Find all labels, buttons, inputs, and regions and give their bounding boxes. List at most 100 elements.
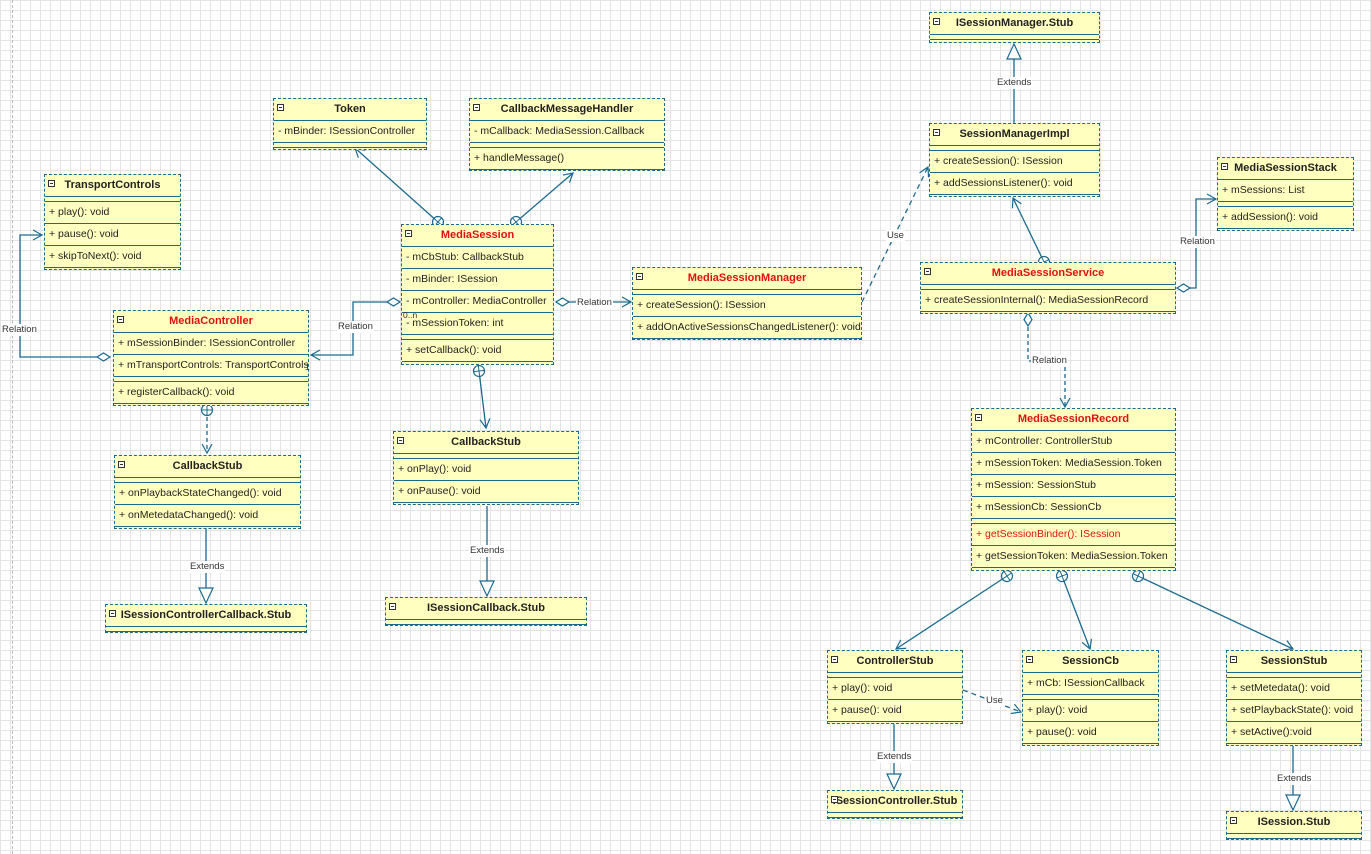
method-row[interactable]: + play(): void	[45, 202, 180, 224]
method-row[interactable]: + createSessionInternal(): MediaSessionR…	[921, 290, 1175, 312]
method-row[interactable]: + addOnActiveSessionsChangedListener(): …	[633, 317, 861, 339]
class-session-stub[interactable]: SessionStub + setMetedata(): void+ setPla…	[1226, 650, 1362, 746]
method-row[interactable]: + setMetedata(): void	[1227, 678, 1361, 700]
compartment-end	[45, 268, 180, 269]
class-callback-stub-mid[interactable]: CallbackStub+ onPlay(): void+ onPause():…	[393, 431, 579, 505]
collapse-toggle-icon[interactable]	[48, 180, 55, 187]
method-row[interactable]: + pause(): void	[828, 700, 962, 722]
collapse-toggle-icon[interactable]	[117, 316, 124, 323]
collapse-toggle-icon[interactable]	[1230, 656, 1237, 663]
collapse-toggle-icon[interactable]	[1221, 163, 1228, 170]
compartment-end	[402, 362, 553, 364]
attribute-row[interactable]: + mSession: SessionStub	[972, 475, 1175, 497]
class-isession-stub[interactable]: ISession.Stub	[1226, 811, 1362, 840]
method-row[interactable]: + onMetedataChanged(): void	[115, 505, 300, 527]
collapse-toggle-icon[interactable]	[975, 414, 982, 421]
attribute-row[interactable]: + mTransportControls: TransportControls	[114, 355, 308, 377]
label-relation-controller: Relation	[337, 321, 374, 333]
method-row[interactable]: + setCallback(): void	[402, 340, 553, 362]
method-row[interactable]: + createSession(): ISession	[633, 295, 861, 317]
compartment-end	[106, 632, 306, 633]
method-row[interactable]: + createSession(): ISession	[930, 151, 1099, 173]
edge-record-sessionstub	[1138, 576, 1293, 649]
attribute-row[interactable]: - mBinder: ISessionController	[274, 121, 426, 143]
attribute-row[interactable]: - mSessionToken: int	[402, 313, 553, 335]
collapse-toggle-icon[interactable]	[831, 656, 838, 663]
collapse-toggle-icon[interactable]	[389, 603, 396, 610]
collapse-toggle-icon[interactable]	[1230, 817, 1237, 824]
class-title: ISessionControllerCallback.Stub	[106, 605, 306, 627]
compartment-divider	[386, 620, 586, 625]
method-row[interactable]: + skipToNext(): void	[45, 246, 180, 268]
class-title: SessionStub	[1227, 651, 1361, 673]
attribute-row[interactable]: - mCallback: MediaSession.Callback	[470, 121, 664, 143]
compartment-divider	[828, 813, 962, 818]
collapse-toggle-icon[interactable]	[1026, 656, 1033, 663]
compartment-divider	[1227, 834, 1361, 839]
class-isession-controller-callback-stub[interactable]: ISessionControllerCallback.Stub	[105, 604, 307, 633]
method-row[interactable]: + pause(): void	[45, 224, 180, 246]
collapse-toggle-icon[interactable]	[636, 273, 643, 280]
class-media-session-manager[interactable]: MediaSessionManager+ createSession(): IS…	[632, 267, 862, 340]
method-row[interactable]: + getSessionToken: MediaSession.Token	[972, 546, 1175, 568]
class-media-session[interactable]: MediaSession- mCbStub: CallbackStub- mBi…	[401, 224, 554, 365]
collapse-toggle-icon[interactable]	[405, 230, 412, 237]
collapse-toggle-icon[interactable]	[473, 104, 480, 111]
compartment-end	[115, 527, 300, 528]
attribute-row[interactable]: - mController: MediaController	[402, 291, 553, 313]
attribute-row[interactable]: + mController: ControllerStub	[972, 431, 1175, 453]
collapse-toggle-icon[interactable]	[831, 796, 838, 803]
method-row[interactable]: + setPlaybackState(): void	[1227, 700, 1361, 722]
collapse-toggle-icon[interactable]	[933, 129, 940, 136]
attribute-row[interactable]: + mCb: ISessionCallback	[1023, 673, 1158, 695]
compartment-end	[930, 195, 1099, 196]
compartment-divider	[402, 335, 553, 340]
collapse-toggle-icon[interactable]	[118, 461, 125, 468]
collapse-toggle-icon[interactable]	[924, 268, 931, 275]
attribute-row[interactable]: + mSessionBinder: ISessionController	[114, 333, 308, 355]
label-extends-session: Extends	[1276, 773, 1313, 785]
collapse-toggle-icon[interactable]	[397, 437, 404, 444]
method-row[interactable]: + setActive():void	[1227, 722, 1361, 744]
method-row[interactable]: + play(): void	[1023, 700, 1158, 722]
class-media-session-service[interactable]: MediaSessionService+ createSessionIntern…	[920, 262, 1176, 314]
method-row[interactable]: + pause(): void	[1023, 722, 1158, 744]
class-title: ISession.Stub	[1227, 812, 1361, 834]
class-media-controller[interactable]: MediaController+ mSessionBinder: ISessio…	[113, 310, 309, 406]
class-token[interactable]: Token- mBinder: ISessionController	[273, 98, 427, 150]
method-row[interactable]: + addSessionsListener(): void	[930, 173, 1099, 195]
method-row[interactable]: + addSession(): void	[1218, 207, 1353, 229]
class-name: MediaSessionStack	[1234, 162, 1337, 174]
collapse-toggle-icon[interactable]	[109, 610, 116, 617]
method-row[interactable]: + play(): void	[828, 678, 962, 700]
class-name: ControllerStub	[856, 655, 934, 667]
attribute-row[interactable]: - mBinder: ISession	[402, 269, 553, 291]
method-row[interactable]: + getSessionBinder(): ISession	[972, 524, 1175, 546]
class-session-manager-impl[interactable]: SessionManagerImpl+ createSession(): ISe…	[929, 123, 1100, 197]
method-row[interactable]: + handleMessage()	[470, 148, 664, 170]
class-isession-manager-stub[interactable]: ISessionManager.Stub	[929, 12, 1100, 43]
class-transport-controls[interactable]: TransportControls+ play(): void+ pause()…	[44, 174, 181, 270]
class-isession-controller-stub[interactable]: ISessionController.Stub	[827, 790, 963, 819]
label-use-cb: Use	[985, 695, 1004, 707]
attribute-row[interactable]: - mCbStub: CallbackStub	[402, 247, 553, 269]
class-isession-callback-stub[interactable]: ISessionCallback.Stub	[385, 597, 587, 626]
collapse-toggle-icon[interactable]	[933, 18, 940, 25]
method-row[interactable]: + onPlaybackStateChanged(): void	[115, 483, 300, 505]
class-callback-stub-left[interactable]: CallbackStub+ onPlaybackStateChanged(): …	[114, 455, 301, 529]
page-boundary-guide	[12, 0, 13, 854]
attribute-row[interactable]: + mSessionToken: MediaSession.Token	[972, 453, 1175, 475]
attribute-row[interactable]: + mSessionCb: SessionCb	[972, 497, 1175, 519]
method-row[interactable]: + registerCallback(): void	[114, 382, 308, 404]
class-session-cb[interactable]: SessionCb+ mCb: ISessionCallback+ play()…	[1022, 650, 1159, 746]
method-row[interactable]: + onPlay(): void	[394, 459, 578, 481]
compartment-divider	[1023, 695, 1158, 700]
class-callback-message-handler[interactable]: CallbackMessageHandler- mCallback: Media…	[469, 98, 665, 171]
method-row[interactable]: + onPause(): void	[394, 481, 578, 503]
class-controller-stub[interactable]: ControllerStub + play(): void+ pause(): v…	[827, 650, 963, 724]
class-media-session-record[interactable]: MediaSessionRecord+ mController: Control…	[971, 408, 1176, 571]
class-media-session-stack[interactable]: MediaSessionStack + mSessions: List + addS…	[1217, 157, 1354, 231]
attribute-row[interactable]: + mSessions: List	[1218, 180, 1353, 202]
compartment-divider	[828, 673, 962, 678]
collapse-toggle-icon[interactable]	[277, 104, 284, 111]
